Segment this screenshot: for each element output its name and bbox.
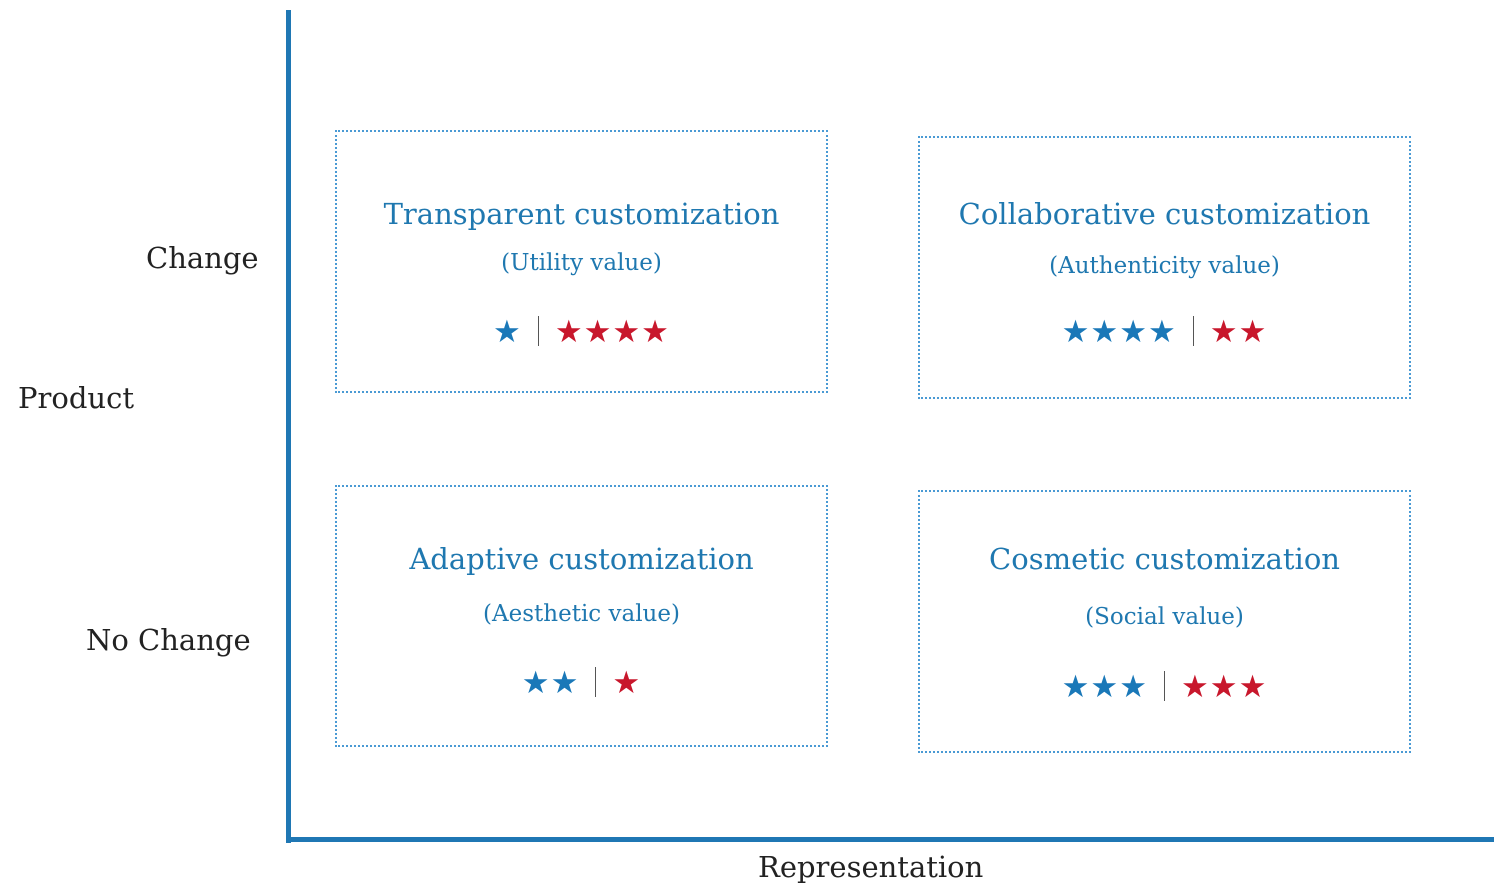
quadrant-transparent: Transparent customization (Utility value…	[335, 130, 828, 393]
y-axis-label: Product	[18, 381, 134, 415]
rating-separator	[595, 667, 597, 697]
quadrant-adaptive: Adaptive customization (Aesthetic value)…	[335, 485, 828, 747]
quadrant-title: Cosmetic customization	[989, 542, 1340, 576]
blue-stars-icon: ★★★★	[1061, 314, 1177, 350]
quadrant-collaborative: Collaborative customization (Authenticit…	[918, 136, 1411, 399]
quadrant-title: Transparent customization	[383, 197, 780, 231]
quadrant-rating: ★★★★★★	[920, 316, 1409, 348]
blue-stars-icon: ★	[493, 314, 522, 350]
quadrant-rating: ★★★	[337, 667, 826, 699]
blue-stars-icon: ★★	[521, 665, 580, 701]
red-stars-icon: ★★★	[1181, 669, 1268, 705]
rating-separator	[1192, 316, 1194, 346]
quadrant-rating: ★★★★★	[337, 316, 826, 348]
quadrant-cosmetic: Cosmetic customization (Social value) ★★…	[918, 490, 1411, 753]
x-axis-line	[286, 837, 1494, 842]
quadrant-subtitle: (Social value)	[1085, 604, 1244, 630]
red-stars-icon: ★	[612, 665, 642, 701]
quadrant-rating: ★★★ ★★★	[920, 671, 1409, 703]
blue-stars-icon: ★★★	[1061, 669, 1148, 705]
rating-separator	[1164, 671, 1165, 701]
y-top-label: Change	[146, 241, 259, 275]
x-axis-label: Representation	[758, 850, 984, 884]
red-stars-icon: ★★	[1209, 314, 1268, 350]
quadrant-title: Collaborative customization	[958, 197, 1371, 231]
quadrant-title: Adaptive customization	[409, 542, 754, 576]
y-axis-line	[286, 10, 291, 843]
y-bottom-label: No Change	[86, 623, 251, 657]
rating-separator	[537, 316, 539, 346]
quadrant-subtitle: (Aesthetic value)	[483, 601, 680, 627]
quadrant-subtitle: (Authenticity value)	[1049, 253, 1280, 279]
quadrant-subtitle: (Utility value)	[501, 250, 662, 276]
red-stars-icon: ★★★★	[554, 314, 670, 350]
